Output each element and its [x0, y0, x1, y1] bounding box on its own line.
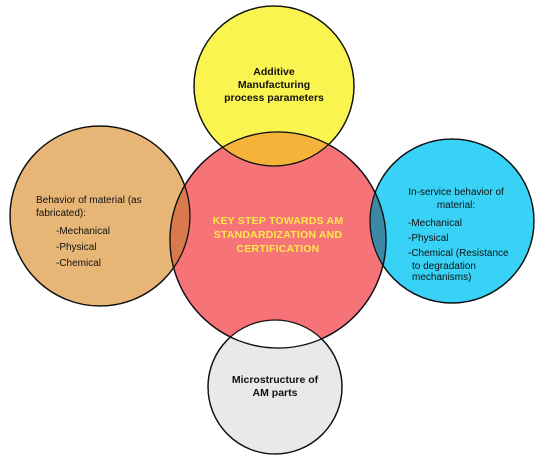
- right-title-line: material:: [436, 200, 476, 211]
- right-label: In-service behavior of material: -Mechan…: [394, 186, 524, 283]
- right-item: -Chemical (Resistance: [408, 248, 509, 259]
- left-item: -Physical: [56, 242, 97, 253]
- left-title-line: Behavior of material (as: [36, 195, 142, 206]
- center-label-line: CERTIFICATION: [236, 243, 320, 255]
- bottom-label-line: AM parts: [252, 387, 298, 399]
- left-label: Behavior of material (as fabricated): -M…: [36, 194, 176, 272]
- top-label-line: process parameters: [224, 92, 324, 104]
- center-label-line: STANDARDIZATION AND: [213, 229, 343, 241]
- top-label: Additive Manufacturing process parameter…: [214, 66, 334, 105]
- center-label-line: KEY STEP TOWARDS AM: [212, 215, 344, 227]
- right-title: In-service behavior of material:: [394, 186, 518, 212]
- top-label-line: Manufacturing: [237, 79, 311, 91]
- center-label: KEY STEP TOWARDS AM STANDARDIZATION AND …: [188, 214, 368, 256]
- left-title-line: fabricated):: [36, 208, 87, 219]
- bottom-label-line: Microstructure of: [231, 374, 319, 386]
- left-title: Behavior of material (as fabricated):: [36, 194, 168, 220]
- top-label-line: Additive: [253, 66, 295, 78]
- right-item: -Mechanical: [408, 218, 462, 229]
- right-title-line: In-service behavior of: [408, 187, 504, 198]
- bottom-label: Microstructure of AM parts: [215, 374, 335, 400]
- right-item: to degradation: [412, 261, 476, 272]
- right-item: -Physical: [408, 233, 449, 244]
- left-item: -Mechanical: [56, 226, 110, 237]
- left-item: -Chemical: [56, 258, 102, 269]
- right-item: mechanisms): [412, 272, 472, 283]
